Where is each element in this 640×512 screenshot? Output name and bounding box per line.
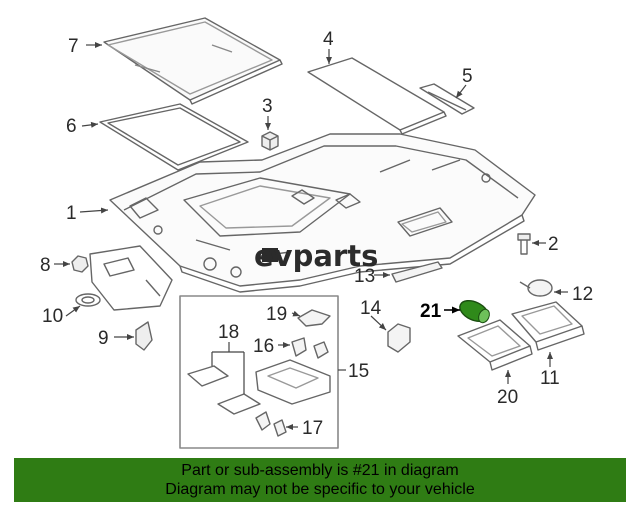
leader-14 xyxy=(370,315,387,331)
leader-10 xyxy=(65,305,81,317)
lamp-assembly-11-part xyxy=(511,301,585,351)
map-lamp-part xyxy=(255,359,331,405)
callout-21: 21 xyxy=(420,301,442,322)
socket-part-17 xyxy=(255,411,287,437)
clip-part xyxy=(261,131,279,151)
callout-2: 2 xyxy=(548,234,559,255)
callout-6: 6 xyxy=(66,116,77,137)
lamp-part-18a xyxy=(187,365,229,387)
callout-7: 7 xyxy=(68,36,79,57)
callout-labels: 7 6 3 4 5 1 2 8 10 9 13 14 12 11 20 19 1… xyxy=(40,29,593,439)
pad-small-part xyxy=(419,83,475,115)
parts-diagram: evparts 7 6 3 4 5 1 2 8 10 9 13 14 12 11… xyxy=(40,17,593,449)
visor-holder-part xyxy=(71,255,89,273)
callout-18-bracket xyxy=(211,342,245,394)
callout-14: 14 xyxy=(360,298,382,319)
callout-10: 10 xyxy=(42,306,63,327)
info-banner: Part or sub-assembly is #21 in diagram D… xyxy=(14,458,626,502)
callout-13: 13 xyxy=(354,266,375,287)
sun-visor-part xyxy=(89,245,173,311)
leader-5 xyxy=(455,84,467,99)
headliner-part xyxy=(109,133,536,293)
bulb-part xyxy=(519,279,553,297)
callout-11: 11 xyxy=(540,368,560,389)
callout-12: 12 xyxy=(572,284,593,305)
leader-6 xyxy=(81,121,99,128)
highlighted-part-21 xyxy=(459,299,490,324)
callout-20: 20 xyxy=(497,387,518,408)
lamp-assembly-20-part xyxy=(457,319,533,371)
logo-text: evparts xyxy=(254,239,378,273)
screw-part xyxy=(517,233,531,255)
callout-3: 3 xyxy=(262,96,273,117)
callout-15: 15 xyxy=(348,361,369,382)
banner-line-2: Diagram may not be specific to your vehi… xyxy=(165,481,475,498)
leader-1 xyxy=(79,207,109,214)
callout-17: 17 xyxy=(302,418,323,439)
sunshade-part xyxy=(103,17,283,105)
clip-14-part xyxy=(387,323,411,353)
pad-part xyxy=(307,57,447,135)
sunroof-weatherstrip-part xyxy=(99,103,249,171)
callout-19: 19 xyxy=(266,304,287,325)
callout-9: 9 xyxy=(98,328,109,349)
ring-part xyxy=(75,293,101,307)
assist-grip-part xyxy=(391,261,443,283)
watermark-logo: evparts xyxy=(254,239,378,273)
leader-19 xyxy=(291,310,301,317)
callout-16: 16 xyxy=(253,336,274,357)
callout-5: 5 xyxy=(462,66,473,87)
banner-line-1: Part or sub-assembly is #21 in diagram xyxy=(181,462,459,479)
callout-4: 4 xyxy=(323,29,334,50)
sub-assembly-box xyxy=(179,295,339,449)
bracket-part-19 xyxy=(297,309,331,327)
callout-1: 1 xyxy=(66,203,77,224)
lamp-part-18b xyxy=(217,393,261,415)
callout-8: 8 xyxy=(40,255,51,276)
hook-part xyxy=(135,321,153,351)
callout-18: 18 xyxy=(218,322,239,343)
socket-part-16 xyxy=(291,337,329,359)
